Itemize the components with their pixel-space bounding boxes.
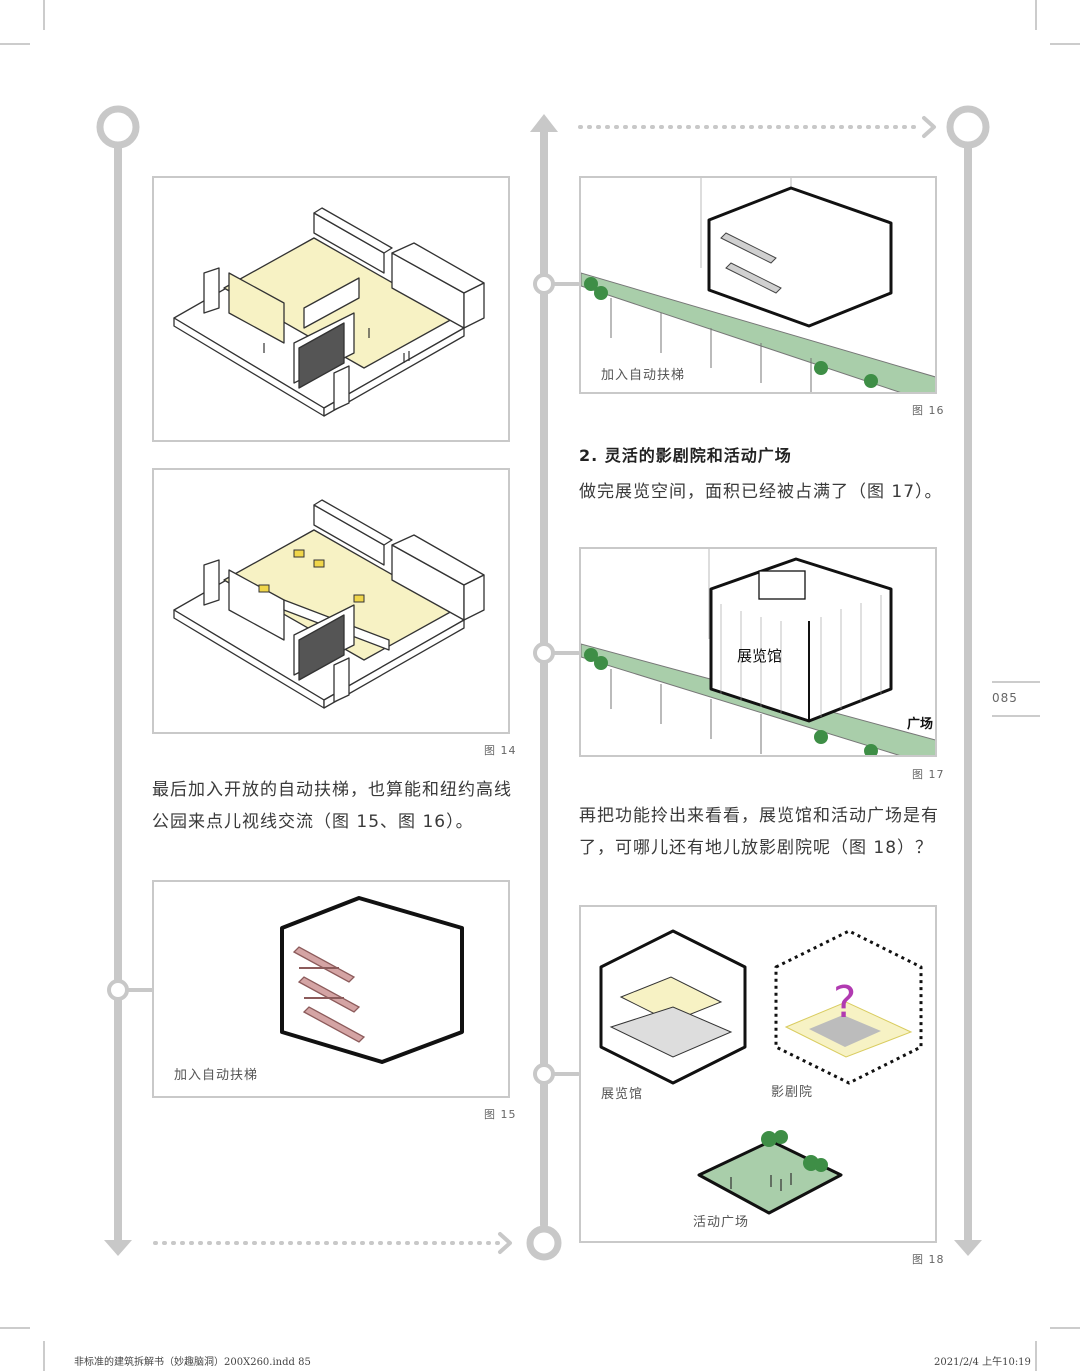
- exhibition-building-drawing: [581, 549, 935, 755]
- fig18-caption: 图 18: [912, 1253, 945, 1266]
- axonometric-exhibition-drawing-a: [173, 207, 485, 417]
- fig14-caption: 图 14: [484, 744, 517, 757]
- right-paragraph-2: 再把功能拎出来看看，展览馆和活动广场是有 了，可哪儿还有地儿放影剧院呢（图 18…: [579, 800, 959, 864]
- right-paragraph-2-line2: 了，可哪儿还有地儿放影剧院呢（图 18）？: [579, 838, 934, 858]
- fig15-caption: 图 15: [484, 1108, 517, 1121]
- fig14-top-panel: [152, 176, 510, 442]
- function-diagram-drawing: [599, 929, 923, 1215]
- question-mark: ?: [833, 977, 857, 1028]
- page-number: 085: [992, 691, 1018, 705]
- fig16-caption: 图 16: [912, 404, 945, 417]
- fig18-exhibition-label: 展览馆: [601, 1087, 644, 1102]
- fig18-panel: ? 展览馆 影剧院 活动广场: [579, 905, 937, 1243]
- highline-escalator-drawing: [581, 178, 935, 392]
- fig17-panel: 展览馆 广场: [579, 547, 937, 757]
- fig14-bottom-panel: [152, 468, 510, 734]
- fig16-label: 加入自动扶梯: [601, 368, 686, 383]
- fig17-caption: 图 17: [912, 768, 945, 781]
- fig17-plaza-label: 广场: [907, 717, 934, 732]
- fig16-panel: 加入自动扶梯: [579, 176, 937, 394]
- fig17-building-label: 展览馆: [737, 647, 783, 665]
- footer-file-info: 非标准的建筑拆解书（妙趣脑洞）200X260.indd 85: [74, 1357, 311, 1368]
- fig15-label: 加入自动扶梯: [174, 1068, 259, 1083]
- left-paragraph-line2: 公园来点儿视线交流（图 15、图 16）。: [152, 812, 474, 832]
- fig18-theater-label: 影剧院: [771, 1085, 814, 1100]
- left-paragraph: 最后加入开放的自动扶梯，也算能和纽约高线 公园来点儿视线交流（图 15、图 16…: [152, 774, 522, 838]
- right-paragraph-2-line1: 再把功能拎出来看看，展览馆和活动广场是有: [579, 806, 939, 826]
- footer-timestamp: 2021/2/4 上午10:19: [934, 1357, 1031, 1368]
- fig15-panel: 加入自动扶梯: [152, 880, 510, 1098]
- escalator-box-drawing: [280, 896, 464, 1064]
- right-paragraph-1: 做完展览空间，面积已经被占满了（图 17）。: [579, 482, 943, 502]
- axonometric-exhibition-drawing-b: [173, 499, 485, 709]
- left-paragraph-line1: 最后加入开放的自动扶梯，也算能和纽约高线: [152, 780, 512, 800]
- fig18-plaza-label: 活动广场: [693, 1215, 750, 1230]
- section-heading: 2. 灵活的影剧院和活动广场: [579, 446, 792, 465]
